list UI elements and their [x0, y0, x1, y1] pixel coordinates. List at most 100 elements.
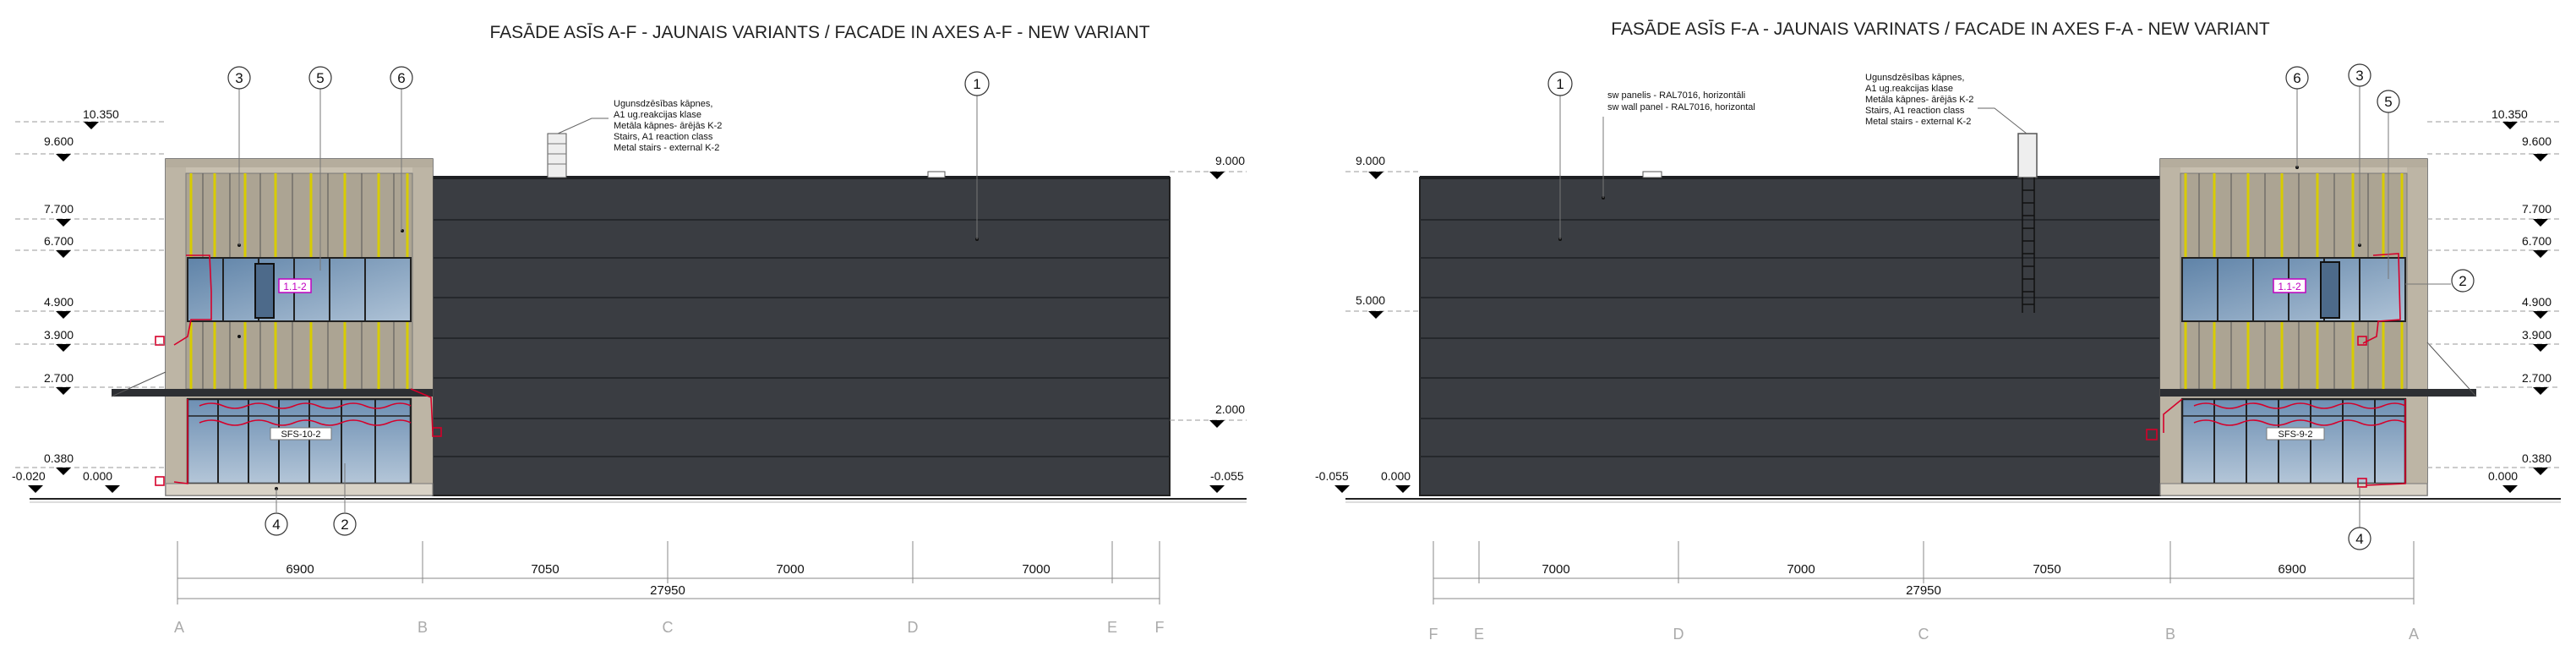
- callout-4-right: 4: [2348, 487, 2371, 550]
- dim-4-right: 6900: [2278, 562, 2306, 577]
- svg-text:Metal stairs - external K-2: Metal stairs - external K-2: [614, 143, 719, 153]
- stairs-note: Ugunsdzēsības kāpnes, A1 ug.reakcijas kl…: [614, 99, 722, 153]
- svg-text:-0.055: -0.055: [1210, 469, 1244, 483]
- svg-text:Stairs, A1 reaction class: Stairs, A1 reaction class: [614, 132, 713, 142]
- svg-text:6: 6: [397, 70, 405, 86]
- svg-text:6: 6: [2293, 70, 2300, 86]
- svg-text:1: 1: [1556, 76, 1564, 92]
- svg-text:2: 2: [2459, 273, 2466, 289]
- svg-text:4.900: 4.900: [44, 295, 74, 309]
- dim-total-right: 27950: [1906, 583, 1941, 598]
- svg-text:-0.020: -0.020: [12, 469, 46, 483]
- fire-zone-outline-right: [2146, 253, 2406, 488]
- right-elevation: FASĀDE ASĪS F-A - JAUNAIS VARINATS / FAC…: [1315, 19, 2561, 643]
- svg-text:10.350: 10.350: [2491, 107, 2528, 121]
- svg-text:F: F: [1155, 619, 1165, 636]
- svg-text:4: 4: [2355, 531, 2363, 547]
- svg-text:0.380: 0.380: [44, 451, 74, 465]
- callout-4: 4: [265, 489, 288, 536]
- stairs-note-right: Ugunsdzēsības kāpnes, A1 ug.reakcijas kl…: [1865, 73, 1973, 127]
- dark-panel-block-right: [1419, 176, 2161, 496]
- svg-text:10.350: 10.350: [83, 107, 119, 121]
- svg-text:5: 5: [316, 70, 324, 86]
- svg-text:Metāla kāpnes- ārējās K-2: Metāla kāpnes- ārējās K-2: [1865, 95, 1973, 105]
- svg-text:D: D: [1673, 626, 1684, 643]
- svg-text:0.000: 0.000: [2488, 469, 2518, 483]
- svg-text:E: E: [1474, 626, 1484, 643]
- svg-text:6.700: 6.700: [44, 234, 74, 248]
- dim-total: 27950: [650, 583, 685, 598]
- callout-1-right: 1: [1547, 71, 1573, 239]
- svg-text:6.700: 6.700: [2522, 234, 2551, 248]
- callout-2-right: 2: [2405, 269, 2475, 293]
- svg-text:B: B: [2165, 626, 2175, 643]
- callout-3: 3: [227, 66, 251, 245]
- svg-text:9.600: 9.600: [2522, 134, 2551, 148]
- dim-4: 7000: [1022, 562, 1050, 577]
- canopy-right: [2160, 389, 2476, 397]
- dim-3-right: 7050: [2033, 562, 2060, 577]
- svg-text:D: D: [908, 619, 919, 636]
- dimension-lines: [177, 541, 1160, 604]
- svg-text:9.000: 9.000: [1215, 154, 1245, 167]
- svg-text:E: E: [1107, 619, 1117, 636]
- svg-text:A1 ug.reakcijas klase: A1 ug.reakcijas klase: [614, 110, 701, 120]
- tag-label: 1.1-2: [283, 281, 307, 293]
- tag-label-right: 1.1-2: [2278, 281, 2301, 293]
- level-markers-right-left: 9.000 5.000 -0.055 0.000: [1315, 154, 1420, 493]
- right-title: FASĀDE ASĪS F-A - JAUNAIS VARINATS / FAC…: [1611, 19, 2270, 39]
- svg-text:4: 4: [272, 517, 280, 533]
- svg-text:4.900: 4.900: [2522, 295, 2551, 309]
- level-markers-left: 10.350 9.600 7.700 6.700 4.900 3.900 2.7…: [12, 107, 166, 493]
- svg-text:2.700: 2.700: [44, 371, 74, 385]
- svg-text:3.900: 3.900: [2522, 328, 2551, 342]
- svg-text:5: 5: [2384, 94, 2392, 110]
- canopy: [112, 389, 433, 397]
- svg-text:0.380: 0.380: [2522, 451, 2551, 465]
- dimension-lines-right: [1433, 541, 2415, 604]
- svg-text:B: B: [418, 619, 428, 636]
- svg-text:C: C: [663, 619, 674, 636]
- callout-5: 5: [308, 66, 332, 271]
- dim-2: 7050: [531, 562, 559, 577]
- stair-exit: [547, 118, 609, 178]
- left-title: FASĀDE ASĪS A-F - JAUNAIS VARIANTS / FAC…: [489, 23, 1149, 42]
- fire-zone-outline: [155, 254, 442, 486]
- sfs-label-right: SFS-9-2: [2279, 429, 2313, 440]
- svg-text:1: 1: [973, 76, 980, 92]
- svg-text:5.000: 5.000: [1356, 293, 1385, 307]
- left-elevation: FASĀDE ASĪS A-F - JAUNAIS VARIANTS / FAC…: [12, 23, 1247, 636]
- svg-text:F: F: [1429, 626, 1438, 643]
- svg-text:3: 3: [2355, 68, 2363, 84]
- callout-3-right: 3: [2348, 63, 2371, 245]
- svg-text:Ugunsdzēsības kāpnes,: Ugunsdzēsības kāpnes,: [614, 99, 712, 109]
- svg-text:9.600: 9.600: [44, 134, 74, 148]
- svg-text:3.900: 3.900: [44, 328, 74, 342]
- svg-text:A: A: [2409, 626, 2419, 643]
- callout-2: 2: [333, 463, 357, 536]
- level-markers-right-right: 10.350 9.600 7.700 6.700 4.900 3.900 2.7…: [2427, 107, 2561, 493]
- svg-text:Metāla kāpnes- ārējās K-2: Metāla kāpnes- ārējās K-2: [614, 121, 722, 131]
- callout-6: 6: [390, 66, 413, 231]
- svg-text:9.000: 9.000: [1356, 154, 1385, 167]
- dim-2-right: 7000: [1787, 562, 1815, 577]
- beige-volume: [165, 158, 434, 496]
- svg-text:2.000: 2.000: [1215, 402, 1245, 416]
- callout-6-right: 6: [2285, 66, 2309, 167]
- svg-text:Metal stairs - external K-2: Metal stairs - external K-2: [1865, 117, 1971, 127]
- svg-text:2.700: 2.700: [2522, 371, 2551, 385]
- panel-note: sw panelis - RAL7016, horizontāli sw wal…: [1602, 90, 1755, 198]
- callout-1: 1: [964, 71, 990, 239]
- dim-1-right: 7000: [1542, 562, 1569, 577]
- svg-text:sw panelis - RAL7016, horizont: sw panelis - RAL7016, horizontāli: [1607, 90, 1745, 101]
- svg-text:7.700: 7.700: [44, 202, 74, 216]
- svg-text:A1 ug.reakcijas klase: A1 ug.reakcijas klase: [1865, 84, 1953, 94]
- sfs-label: SFS-10-2: [281, 429, 320, 440]
- dark-panel-block: [432, 176, 1171, 496]
- callout-5-right: 5: [2377, 90, 2400, 279]
- svg-text:2: 2: [341, 517, 348, 533]
- stair-ladder: [2017, 133, 2038, 313]
- svg-text:Ugunsdzēsības kāpnes,: Ugunsdzēsības kāpnes,: [1865, 73, 1964, 83]
- level-markers-right: 9.000 2.000 -0.055: [1170, 154, 1247, 493]
